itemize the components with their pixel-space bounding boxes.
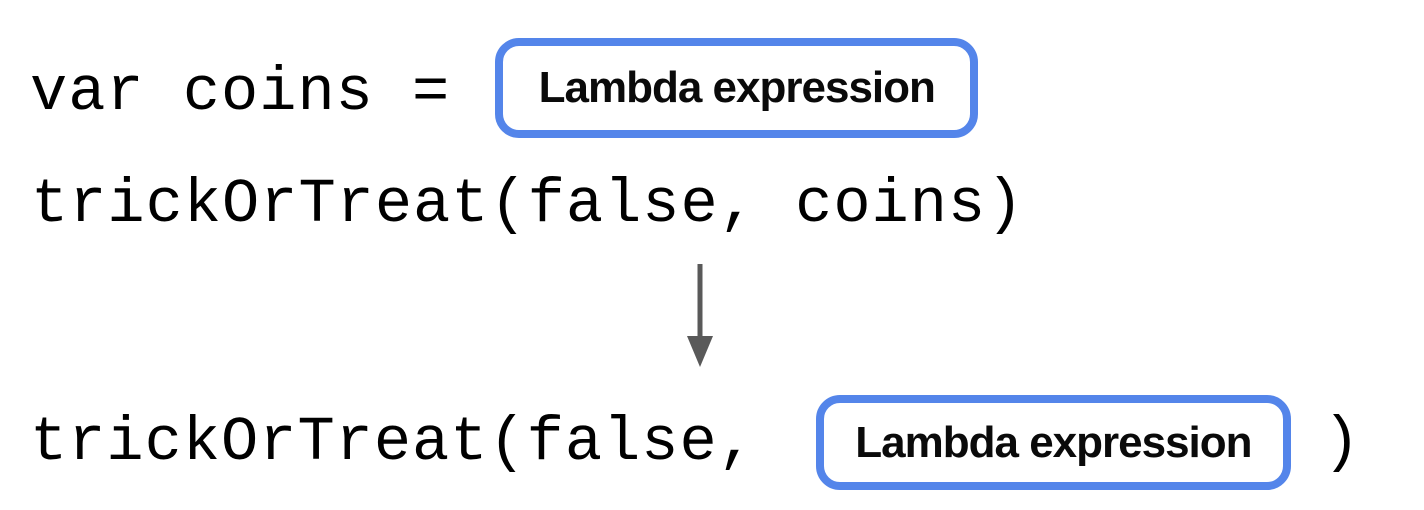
- code-call-before-placeholder: trickOrTreat(false,: [30, 406, 756, 478]
- transformation-arrow: [683, 264, 717, 368]
- down-arrow-icon: [687, 264, 713, 367]
- lambda-expression-placeholder-inline: Lambda expression: [815, 395, 1291, 490]
- code-closing-paren: ): [1322, 406, 1362, 478]
- assignment-line: var coins = Lambda expression: [30, 38, 979, 138]
- function-call-line: trickOrTreat(false, coins): [31, 173, 1024, 237]
- code-var-declaration: var coins =: [30, 57, 451, 128]
- lambda-expression-placeholder: Lambda expression: [495, 38, 979, 138]
- lambda-expression-label: Lambda expression: [538, 63, 936, 112]
- code-function-call: trickOrTreat(false, coins): [31, 169, 1025, 240]
- substituted-call-line: trickOrTreat(false, Lambda expression ): [30, 395, 1361, 490]
- lambda-expression-label: Lambda expression: [855, 417, 1252, 467]
